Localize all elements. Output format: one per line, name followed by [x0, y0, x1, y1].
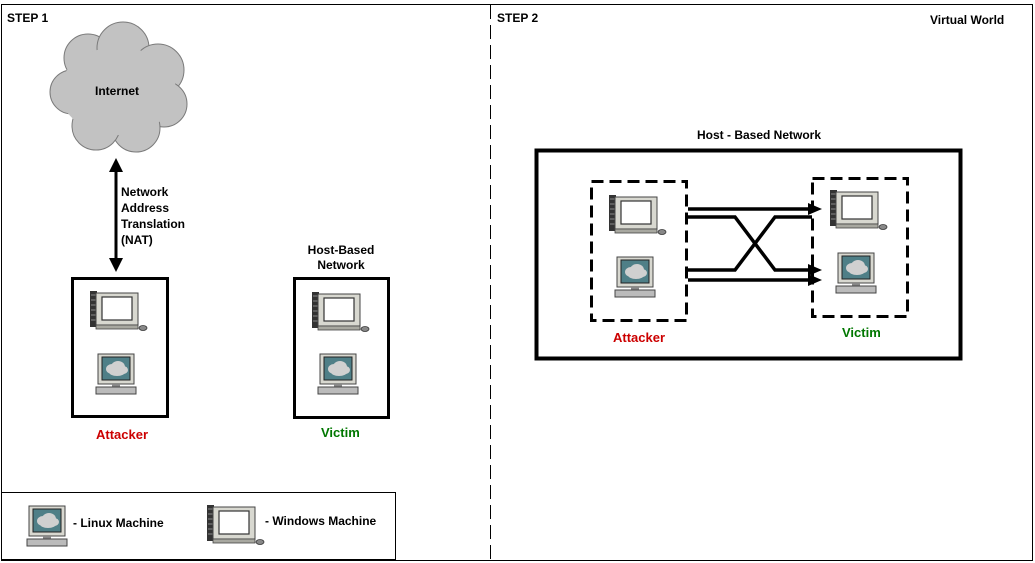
linux-machine-icon — [95, 353, 137, 395]
legend-linux-label: - Linux Machine — [73, 516, 164, 530]
step2-title: STEP 2 — [497, 11, 539, 25]
windows-machine-icon — [311, 291, 370, 333]
nat-label-line: Address — [121, 201, 170, 215]
windows-machine-icon — [89, 290, 148, 332]
host-network-label-line: Host-Based — [307, 243, 375, 257]
host-network-title-step2: Host - Based Network — [697, 128, 822, 142]
nat-label: Network Address Translation (NAT) — [121, 184, 185, 248]
virtual-world-label: Virtual World — [930, 13, 1005, 27]
outer-frame — [1, 4, 1033, 561]
linux-machine-icon — [317, 353, 359, 395]
host-network-label-step1: Host-Based Network — [294, 243, 388, 273]
attacker-label-step1: Attacker — [96, 427, 149, 442]
nat-label-line: (NAT) — [121, 233, 153, 247]
linux-machine-icon — [835, 252, 877, 294]
linux-machine-icon — [614, 256, 656, 298]
legend-windows-label: - Windows Machine — [265, 514, 377, 528]
linux-machine-icon — [26, 505, 68, 547]
victim-label-step1: Victim — [321, 425, 360, 440]
nat-label-line: Translation — [121, 217, 186, 231]
internet-label: Internet — [95, 84, 140, 98]
attacker-dashed-box — [590, 180, 688, 322]
arrow-heads — [808, 203, 822, 286]
attacker-box-step1 — [71, 277, 169, 418]
nat-label-line: Network — [121, 185, 169, 199]
cross-connection-arrows — [688, 207, 812, 282]
windows-machine-icon — [829, 189, 888, 231]
attacker-label-step2: Attacker — [613, 330, 666, 345]
host-network-label-line: Network — [317, 258, 365, 272]
cloud-icon — [49, 21, 188, 153]
host-network-box — [534, 148, 963, 361]
windows-machine-icon — [206, 504, 265, 546]
victim-box-step1 — [293, 277, 390, 419]
double-arrow-icon — [109, 158, 123, 272]
legend-box — [1, 492, 396, 560]
windows-machine-icon — [608, 194, 667, 236]
victim-dashed-box — [811, 177, 909, 318]
victim-label-step2: Victim — [842, 325, 881, 340]
step1-title: STEP 1 — [7, 11, 49, 25]
